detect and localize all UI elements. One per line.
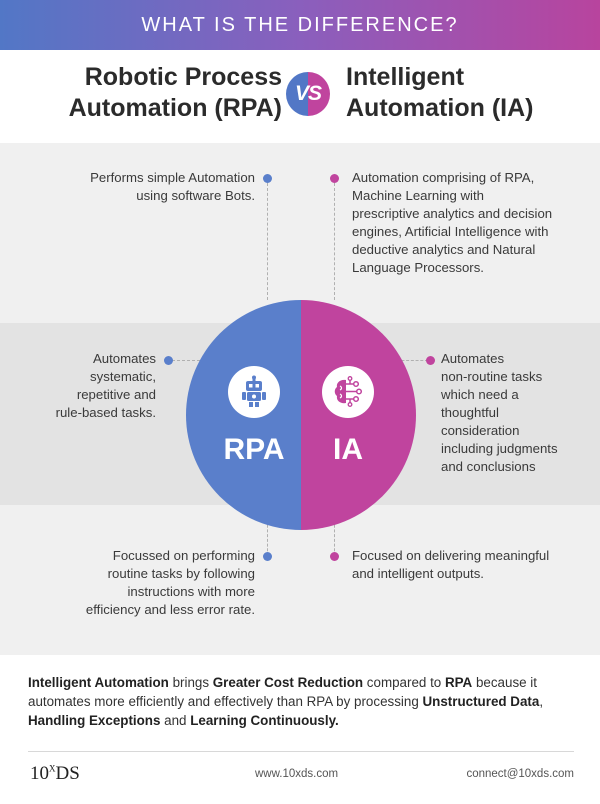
rpa-label: RPA (223, 433, 285, 466)
ia-point-3: Focused on delivering meaningful and int… (352, 548, 550, 581)
ia-label: IA (333, 433, 363, 466)
ia-title: Intelligent Automation (IA) (346, 63, 534, 122)
ia-point-2: Automates non-routine tasks which need a… (441, 351, 558, 474)
band-top (0, 143, 600, 323)
rpa-point-2: Automates systematic, repetitive and rul… (55, 351, 156, 420)
rpa-point-1: Performs simple Automation using softwar… (90, 170, 255, 203)
website-link[interactable]: www.10xds.com (255, 768, 339, 780)
footer-divider (28, 751, 574, 752)
summary-text: Intelligent Automation brings Greater Co… (28, 675, 544, 728)
rpa-ia-circle: RPA IA (186, 300, 416, 530)
connector-rpa-1 (267, 183, 268, 300)
band-bottom (0, 505, 600, 655)
vs-badge: VS (286, 72, 330, 116)
connector-ia-1 (334, 183, 335, 300)
ia-point-3-dot (330, 552, 339, 561)
comparison-heading: Robotic Process Automation (RPA) VS Inte… (0, 62, 600, 142)
email-link[interactable]: connect@10xds.com (466, 768, 574, 780)
connector-rpa-3 (267, 520, 268, 556)
brain-circuit-icon (322, 366, 374, 418)
ia-point-1: Automation comprising of RPA, Machine Le… (352, 170, 553, 275)
rpa-point-2-dot (164, 356, 173, 365)
robot-icon (228, 366, 280, 418)
page-banner: WHAT IS THE DIFFERENCE? (0, 0, 600, 50)
rpa-point-3-dot (263, 552, 272, 561)
rpa-point-1-dot (263, 174, 272, 183)
company-logo: 10XDS (30, 763, 80, 784)
ia-point-1-dot (330, 174, 339, 183)
ia-point-2-dot (426, 356, 435, 365)
connector-ia-3 (334, 520, 335, 556)
rpa-point-3: Focussed on performing routine tasks by … (85, 548, 255, 617)
rpa-title: Robotic Process Automation (RPA) (68, 63, 282, 122)
